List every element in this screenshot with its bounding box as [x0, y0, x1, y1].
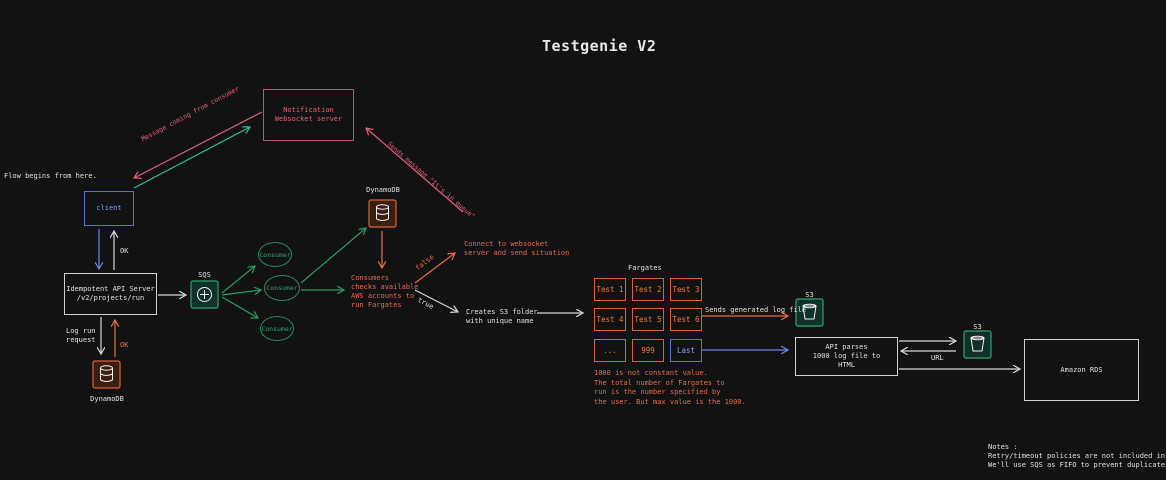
api-parses-box: API parses 1000 log file to HTML [795, 337, 898, 376]
fargate-cell-5: Test 5 [632, 308, 664, 331]
ok-bottom-label: OK [120, 341, 129, 349]
s3-bucket-icon-2 [963, 330, 992, 359]
amazon-rds-box: Amazon RDS [1024, 339, 1139, 401]
fargate-cell-1: Test 1 [594, 278, 626, 301]
arrow-false-branch [414, 253, 455, 284]
sqs-icon [190, 280, 219, 309]
s3-label-1: S3 [805, 291, 814, 299]
creates-s3-folder-text: Creates S3 folder with unique name [466, 308, 538, 325]
flow-start-label: Flow begins from here. [4, 172, 97, 180]
client-box: client [84, 191, 134, 226]
fargate-cell-6: Test 6 [670, 308, 702, 331]
fargate-cell-2: Test 2 [632, 278, 664, 301]
fargate-note: 1000 is not constant value. The total nu… [594, 369, 746, 406]
fargate-cell-7: ... [594, 339, 626, 362]
dynamodb-top-label: DynamoDB [366, 186, 400, 194]
arrow-true-branch [414, 289, 458, 312]
notification-server-box: Notification Websocket server [263, 89, 354, 141]
url-label: URL [931, 354, 944, 362]
arrow-notification-to-client [134, 111, 263, 178]
ok-top-label: OK [120, 247, 129, 255]
s3-label-2: S3 [973, 323, 982, 331]
dynamodb-bottom-label: DynamoDB [90, 395, 124, 403]
fargates-label: Fargates [628, 264, 662, 272]
api-server-box: Idempotent API Server /v2/projects/run [64, 273, 157, 315]
consumer-1: Consumer [258, 242, 292, 267]
diagram-title: Testgenie V2 [542, 37, 657, 55]
fargate-cell-8: 999 [632, 339, 664, 362]
notes-text: Notes : Retry/timeout policies are not i… [988, 443, 1166, 469]
log-run-request-label: Log run request [66, 327, 96, 344]
sends-log-label: Sends generated log file [705, 306, 807, 314]
arrow-client-to-notification [133, 127, 250, 189]
arrow-sqs-to-consumer-1 [221, 266, 255, 294]
fargate-cell-9: Last [670, 339, 702, 362]
fargate-cell-3: Test 3 [670, 278, 702, 301]
dynamodb-bottom-icon [92, 360, 121, 389]
s3-bucket-icon-1 [795, 298, 824, 327]
dynamodb-top-icon [368, 199, 397, 228]
arrow-consumer-to-dynamodb [300, 228, 366, 284]
consumer-3: Consumer [260, 316, 294, 341]
arrow-websocket-to-notification [366, 128, 464, 213]
sqs-label: SQS [198, 271, 211, 279]
consumer-2: Consumer [264, 275, 300, 301]
connect-websocket-text: Connect to websocket server and send sit… [464, 240, 570, 257]
arrow-sqs-to-consumer-3 [221, 296, 258, 318]
arrow-sqs-to-consumer-2 [221, 290, 261, 296]
consumers-check-text: Consumers checks available AWS accounts … [351, 274, 419, 309]
fargate-cell-4: Test 4 [594, 308, 626, 331]
